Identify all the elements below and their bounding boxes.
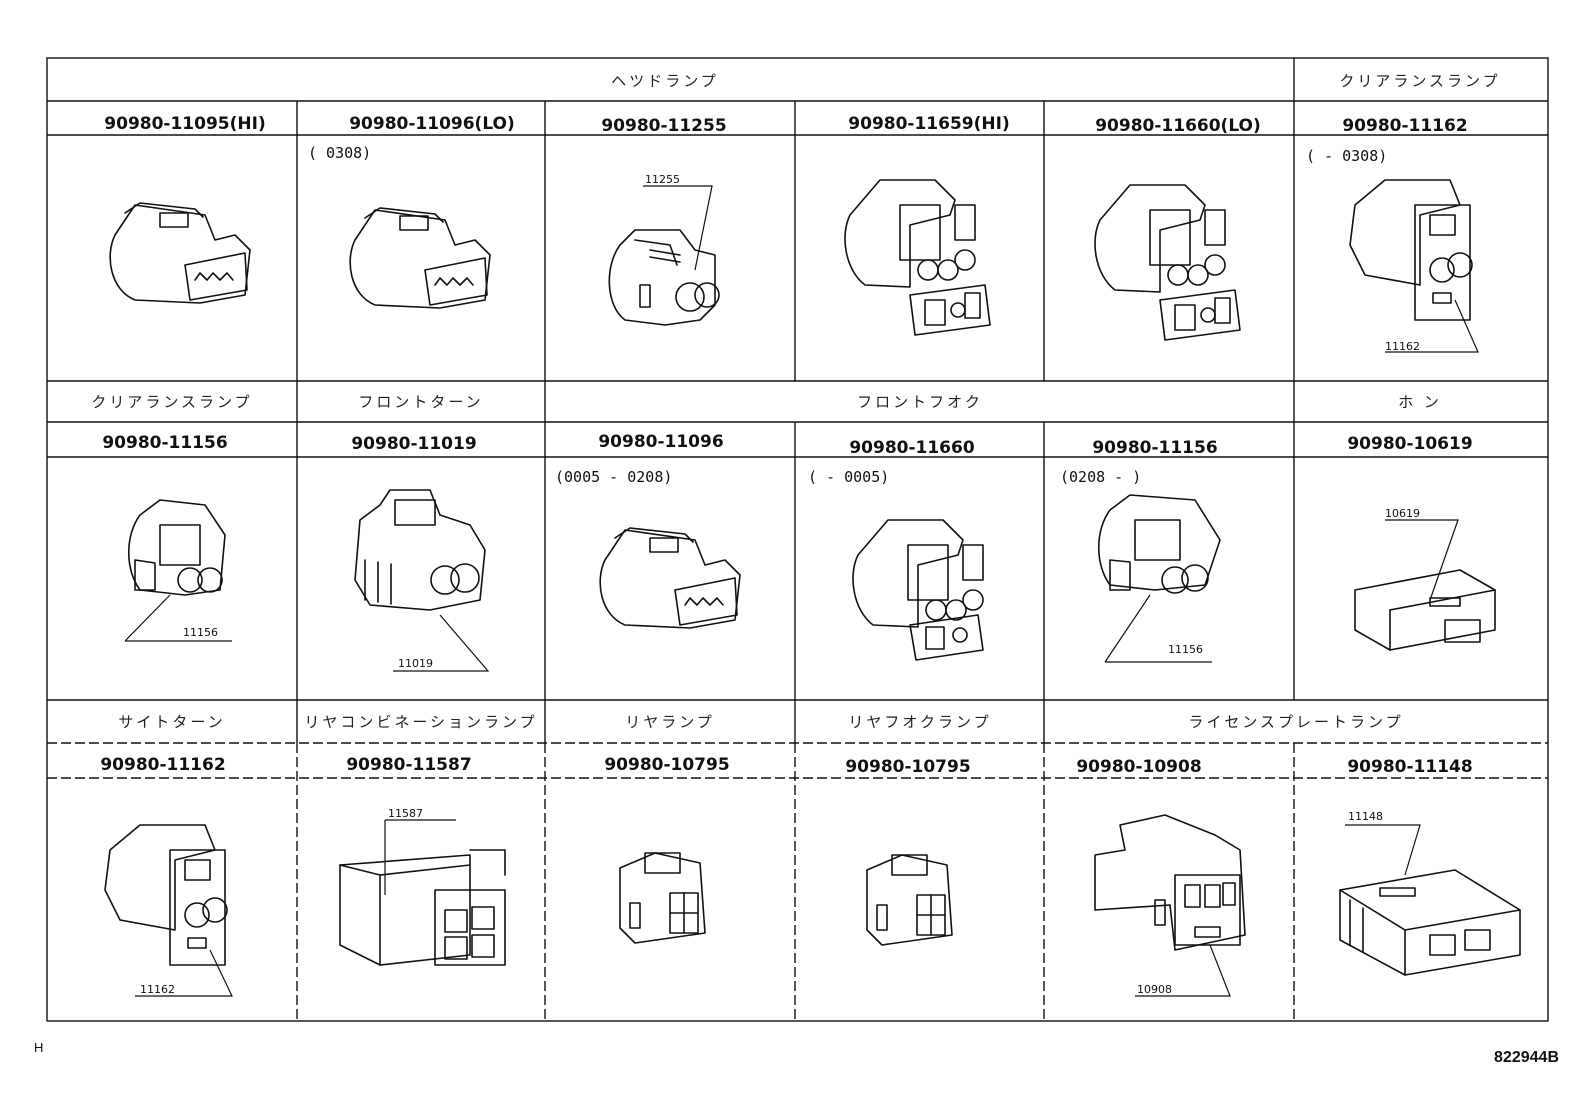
category-front-turn: フロントターン (358, 393, 483, 411)
callout-label: 10908 (1137, 983, 1172, 996)
connector-drawing-11095 (109, 202, 251, 304)
category-front-fog: フロントフオク (857, 393, 983, 411)
connector-drawing-11255 (608, 229, 720, 326)
category-horn: ホ ン (1398, 393, 1442, 411)
part-number: 90980-11162 (100, 755, 225, 775)
part-number: 90980-11156 (1092, 438, 1217, 458)
callout-label: 11255 (645, 173, 680, 186)
part-number: 90980-10619 (1347, 434, 1472, 454)
connector-drawing-11148 (1339, 869, 1521, 976)
part-numbers: 90980-11095(HI) 90980-11096(LO) 90980-11… (100, 114, 1472, 777)
callout-labels: 11255 11162 11156 11019 11156 10619 1116… (140, 173, 1420, 996)
callout-label: 11148 (1348, 810, 1383, 823)
connector-drawing-11162-b (104, 824, 228, 966)
connector-drawing-11096-lo (349, 207, 491, 309)
part-number: 90980-10908 (1076, 757, 1201, 777)
table-grid (46, 57, 1549, 1022)
part-number: 90980-11587 (346, 755, 471, 775)
part-number: 90980-11148 (1347, 757, 1472, 777)
date-range-note: ( 0308) (308, 144, 371, 162)
part-number: 90980-11096 (598, 432, 723, 452)
connector-drawing-11096 (599, 527, 741, 629)
category-clearance-lamp: クリアランスランプ (1339, 72, 1500, 90)
category-headlamp: ヘツドランプ (611, 72, 719, 90)
callout-label: 11587 (388, 807, 423, 820)
connector-drawing-11587 (339, 849, 506, 966)
drawing-id: 822944B (1494, 1049, 1559, 1066)
callout-label: 11162 (1385, 340, 1420, 353)
connector-drawing-10795-b (866, 854, 953, 946)
date-range-note: (0208 - ) (1060, 468, 1141, 486)
part-number: 90980-10795 (845, 757, 970, 777)
date-notes: ( 0308) ( - 0308) (0005 - 0208) ( - 0005… (308, 144, 1387, 486)
part-number: 90980-11660(LO) (1095, 116, 1261, 136)
page-mark: H (34, 1040, 43, 1055)
connector-drawing-11156-b (1097, 494, 1221, 594)
category-clearance-lamp-2: クリアランスランプ (91, 393, 252, 411)
category-rear-lamp: リヤランプ (625, 713, 715, 731)
part-number: 90980-11096(LO) (349, 114, 515, 134)
part-number: 90980-11162 (1342, 116, 1467, 136)
date-range-note: ( - 0005) (808, 468, 889, 486)
date-range-note: (0005 - 0208) (555, 468, 672, 486)
part-number: 90980-11019 (351, 434, 476, 454)
connector-drawing-11156 (127, 499, 226, 596)
callout-label: 10619 (1385, 507, 1420, 520)
part-number: 90980-10795 (604, 755, 729, 775)
connector-drawing-11659-hi (844, 179, 991, 336)
category-rear-combination: リヤコンビネーションランプ (304, 713, 537, 731)
connector-drawing-11162 (1349, 179, 1473, 321)
connector-drawing-10619 (1354, 569, 1496, 651)
category-side-turn: サイトターン (118, 713, 225, 731)
category-rear-fog: リヤフオクランプ (848, 713, 991, 731)
connector-drawing-11019 (354, 489, 486, 611)
connector-drawing-11660 (852, 519, 984, 661)
part-number: 90980-11156 (102, 433, 227, 453)
part-number: 90980-11095(HI) (104, 114, 265, 134)
part-number: 90980-11660 (849, 438, 975, 458)
date-range-note: ( - 0308) (1306, 147, 1387, 165)
callout-leaders (124, 185, 1479, 997)
callout-label: 11156 (1168, 643, 1203, 656)
callout-label: 11019 (398, 657, 433, 670)
callout-label: 11162 (140, 983, 175, 996)
connector-drawing-10908 (1094, 814, 1246, 951)
part-number: 90980-11255 (601, 116, 726, 136)
part-number: 90980-11659(HI) (848, 114, 1009, 134)
connector-drawing-10795 (619, 852, 706, 944)
category-license-plate-lamp: ライセンスプレートランプ (1188, 713, 1403, 731)
callout-label: 11156 (183, 626, 218, 639)
connector-drawing-11660-lo (1094, 184, 1241, 341)
